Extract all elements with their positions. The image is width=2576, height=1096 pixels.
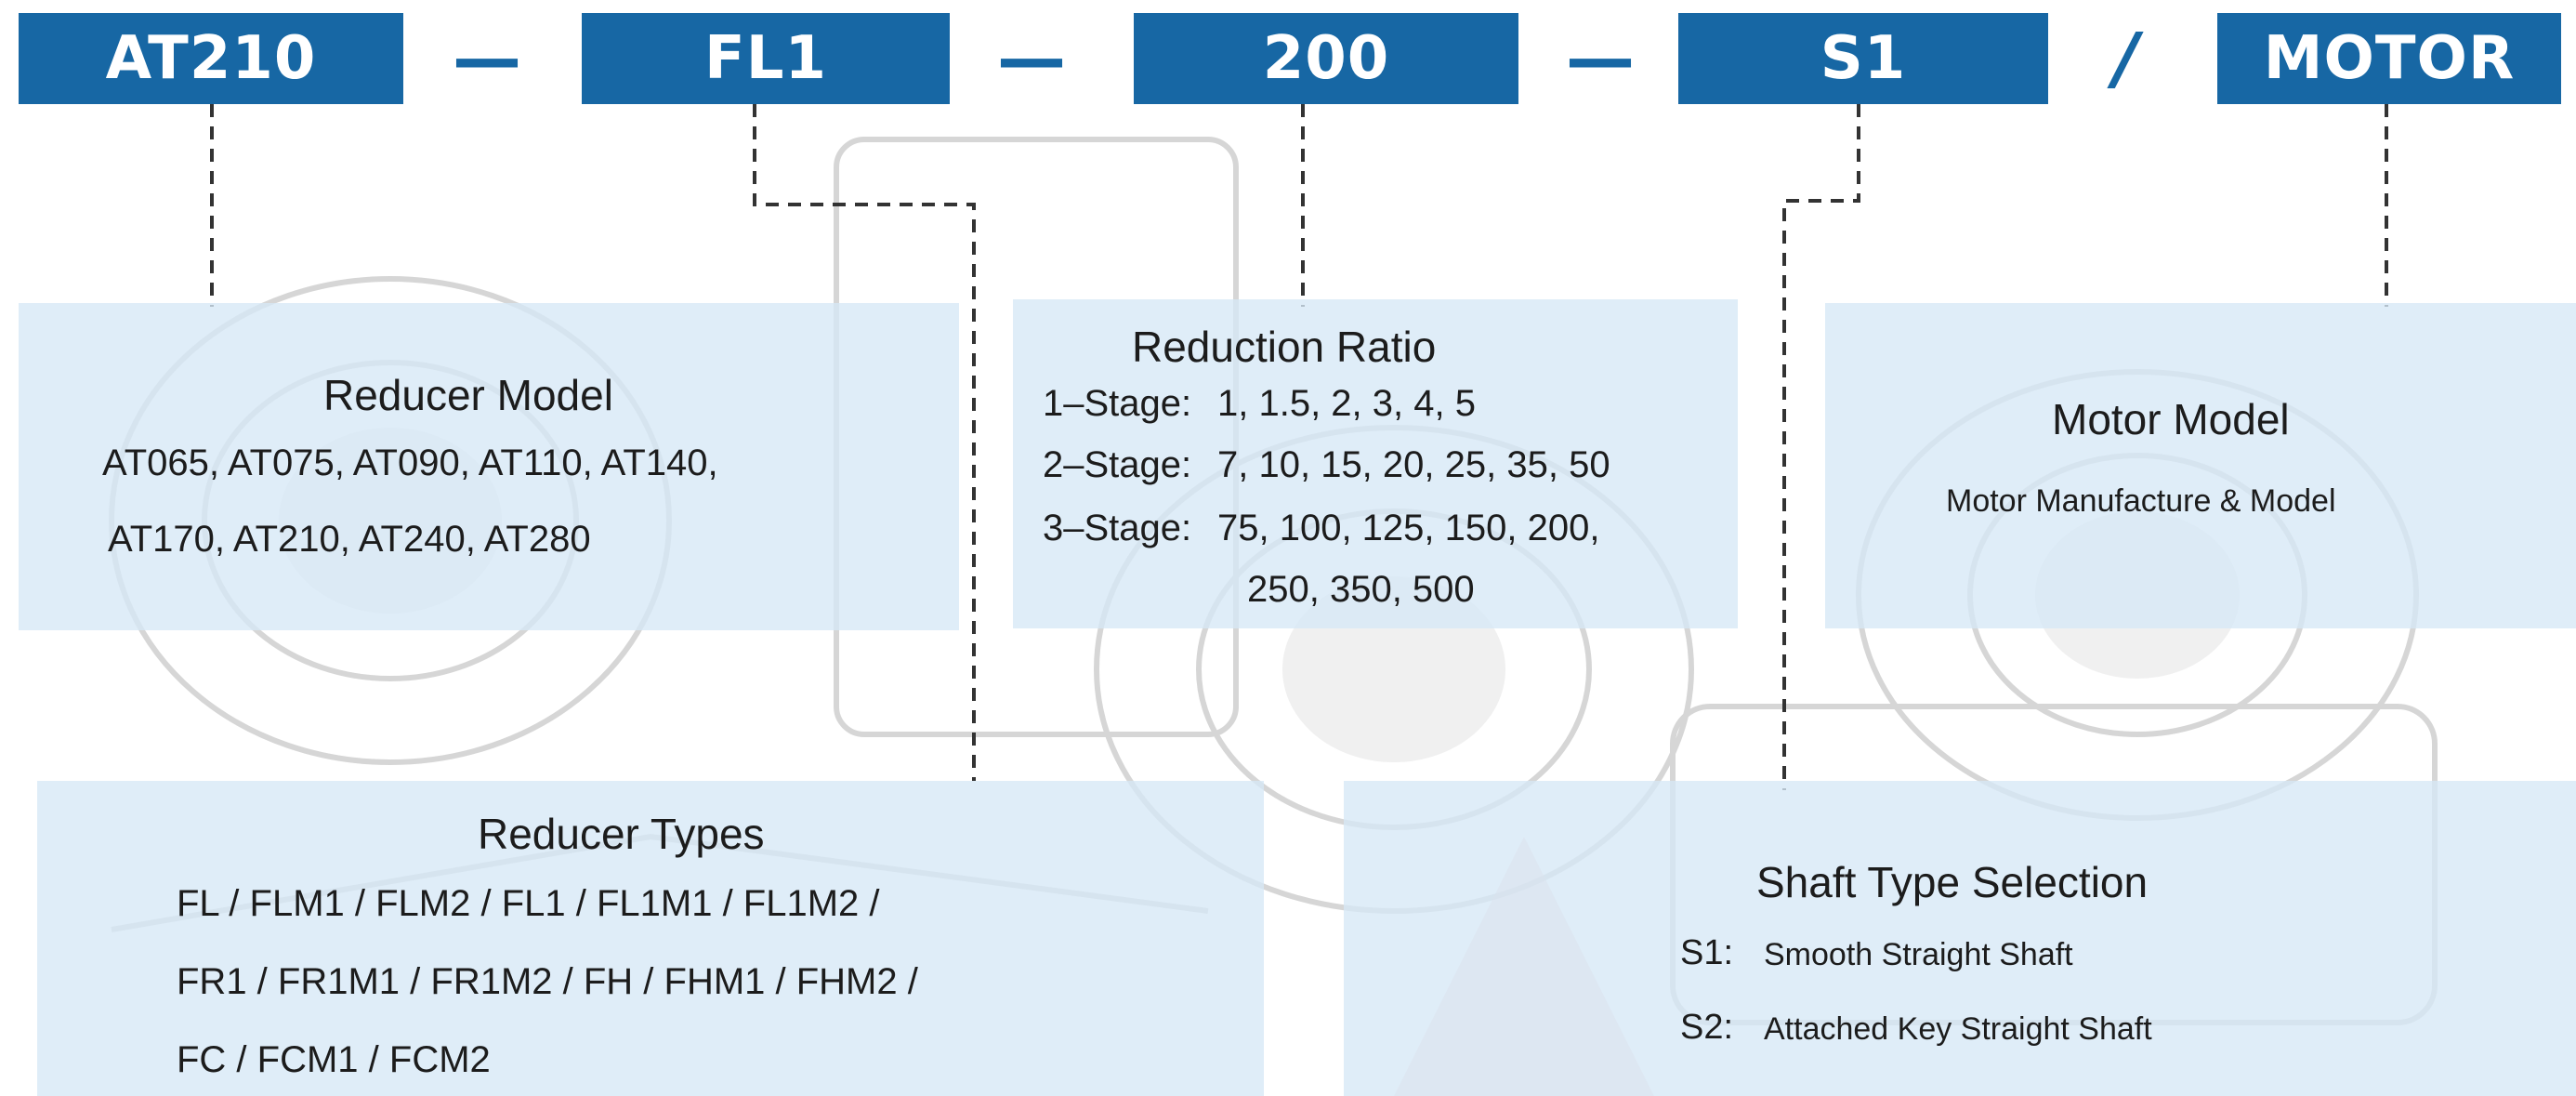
shaft-option-code: S1: bbox=[1680, 933, 1734, 972]
reducer-model-line: AT065, AT075, AT090, AT110, AT140, bbox=[102, 442, 718, 483]
separator-dash: — bbox=[997, 19, 1066, 99]
motor-model-title: Motor Model bbox=[2052, 395, 2290, 443]
reducer-model-line: AT170, AT210, AT240, AT280 bbox=[108, 519, 591, 560]
reducer-types-title: Reducer Types bbox=[478, 810, 765, 858]
ratio-stage-label: 3–Stage: bbox=[1043, 508, 1192, 548]
shaft-option-desc: Attached Key Straight Shaft bbox=[1764, 1011, 2152, 1047]
separator-dash: — bbox=[453, 19, 521, 99]
shaft-option-code: S2: bbox=[1680, 1008, 1734, 1047]
separator-dash: — bbox=[1566, 19, 1635, 99]
reducer-model-panel bbox=[19, 303, 959, 630]
ratio-stage-label: 2–Stage: bbox=[1043, 444, 1192, 485]
code-ratio-box: 200 bbox=[1134, 13, 1518, 104]
motor-model-subtitle: Motor Manufacture & Model bbox=[1946, 483, 2336, 519]
reducer-types-line: FC / FCM1 / FCM2 bbox=[177, 1039, 491, 1080]
reducer-model-title: Reducer Model bbox=[323, 371, 613, 419]
connector-shaft bbox=[1782, 104, 1860, 790]
reduction-ratio-panel bbox=[1013, 299, 1738, 628]
reducer-types-line: FL / FLM1 / FLM2 / FL1 / FL1M1 / FL1M2 / bbox=[177, 883, 880, 924]
ratio-stage-label: 1–Stage: bbox=[1043, 383, 1192, 424]
ratio-stage-values: 75, 100, 125, 150, 200, bbox=[1217, 508, 1600, 548]
reduction-ratio-title: Reduction Ratio bbox=[1132, 323, 1437, 371]
shaft-type-panel bbox=[1344, 781, 2576, 1096]
code-type-box: FL1 bbox=[582, 13, 950, 104]
connector-reducer-types bbox=[753, 104, 976, 781]
shaft-type-title: Shaft Type Selection bbox=[1756, 858, 2149, 906]
shaft-option-desc: Smooth Straight Shaft bbox=[1764, 937, 2073, 972]
ratio-stage-values: 1, 1.5, 2, 3, 4, 5 bbox=[1217, 383, 1476, 424]
separator-slash: / bbox=[2113, 19, 2139, 99]
code-shaft-box: S1 bbox=[1678, 13, 2048, 104]
reducer-types-panel bbox=[37, 781, 1264, 1096]
ratio-stage-values: 7, 10, 15, 20, 25, 35, 50 bbox=[1217, 444, 1610, 485]
ratio-stage-values-continuation: 250, 350, 500 bbox=[1247, 569, 1475, 610]
code-reducer-box: AT210 bbox=[19, 13, 403, 104]
reducer-types-line: FR1 / FR1M1 / FR1M2 / FH / FHM1 / FHM2 / bbox=[177, 961, 918, 1002]
motor-model-panel bbox=[1825, 303, 2576, 628]
code-motor-box: MOTOR bbox=[2217, 13, 2561, 104]
